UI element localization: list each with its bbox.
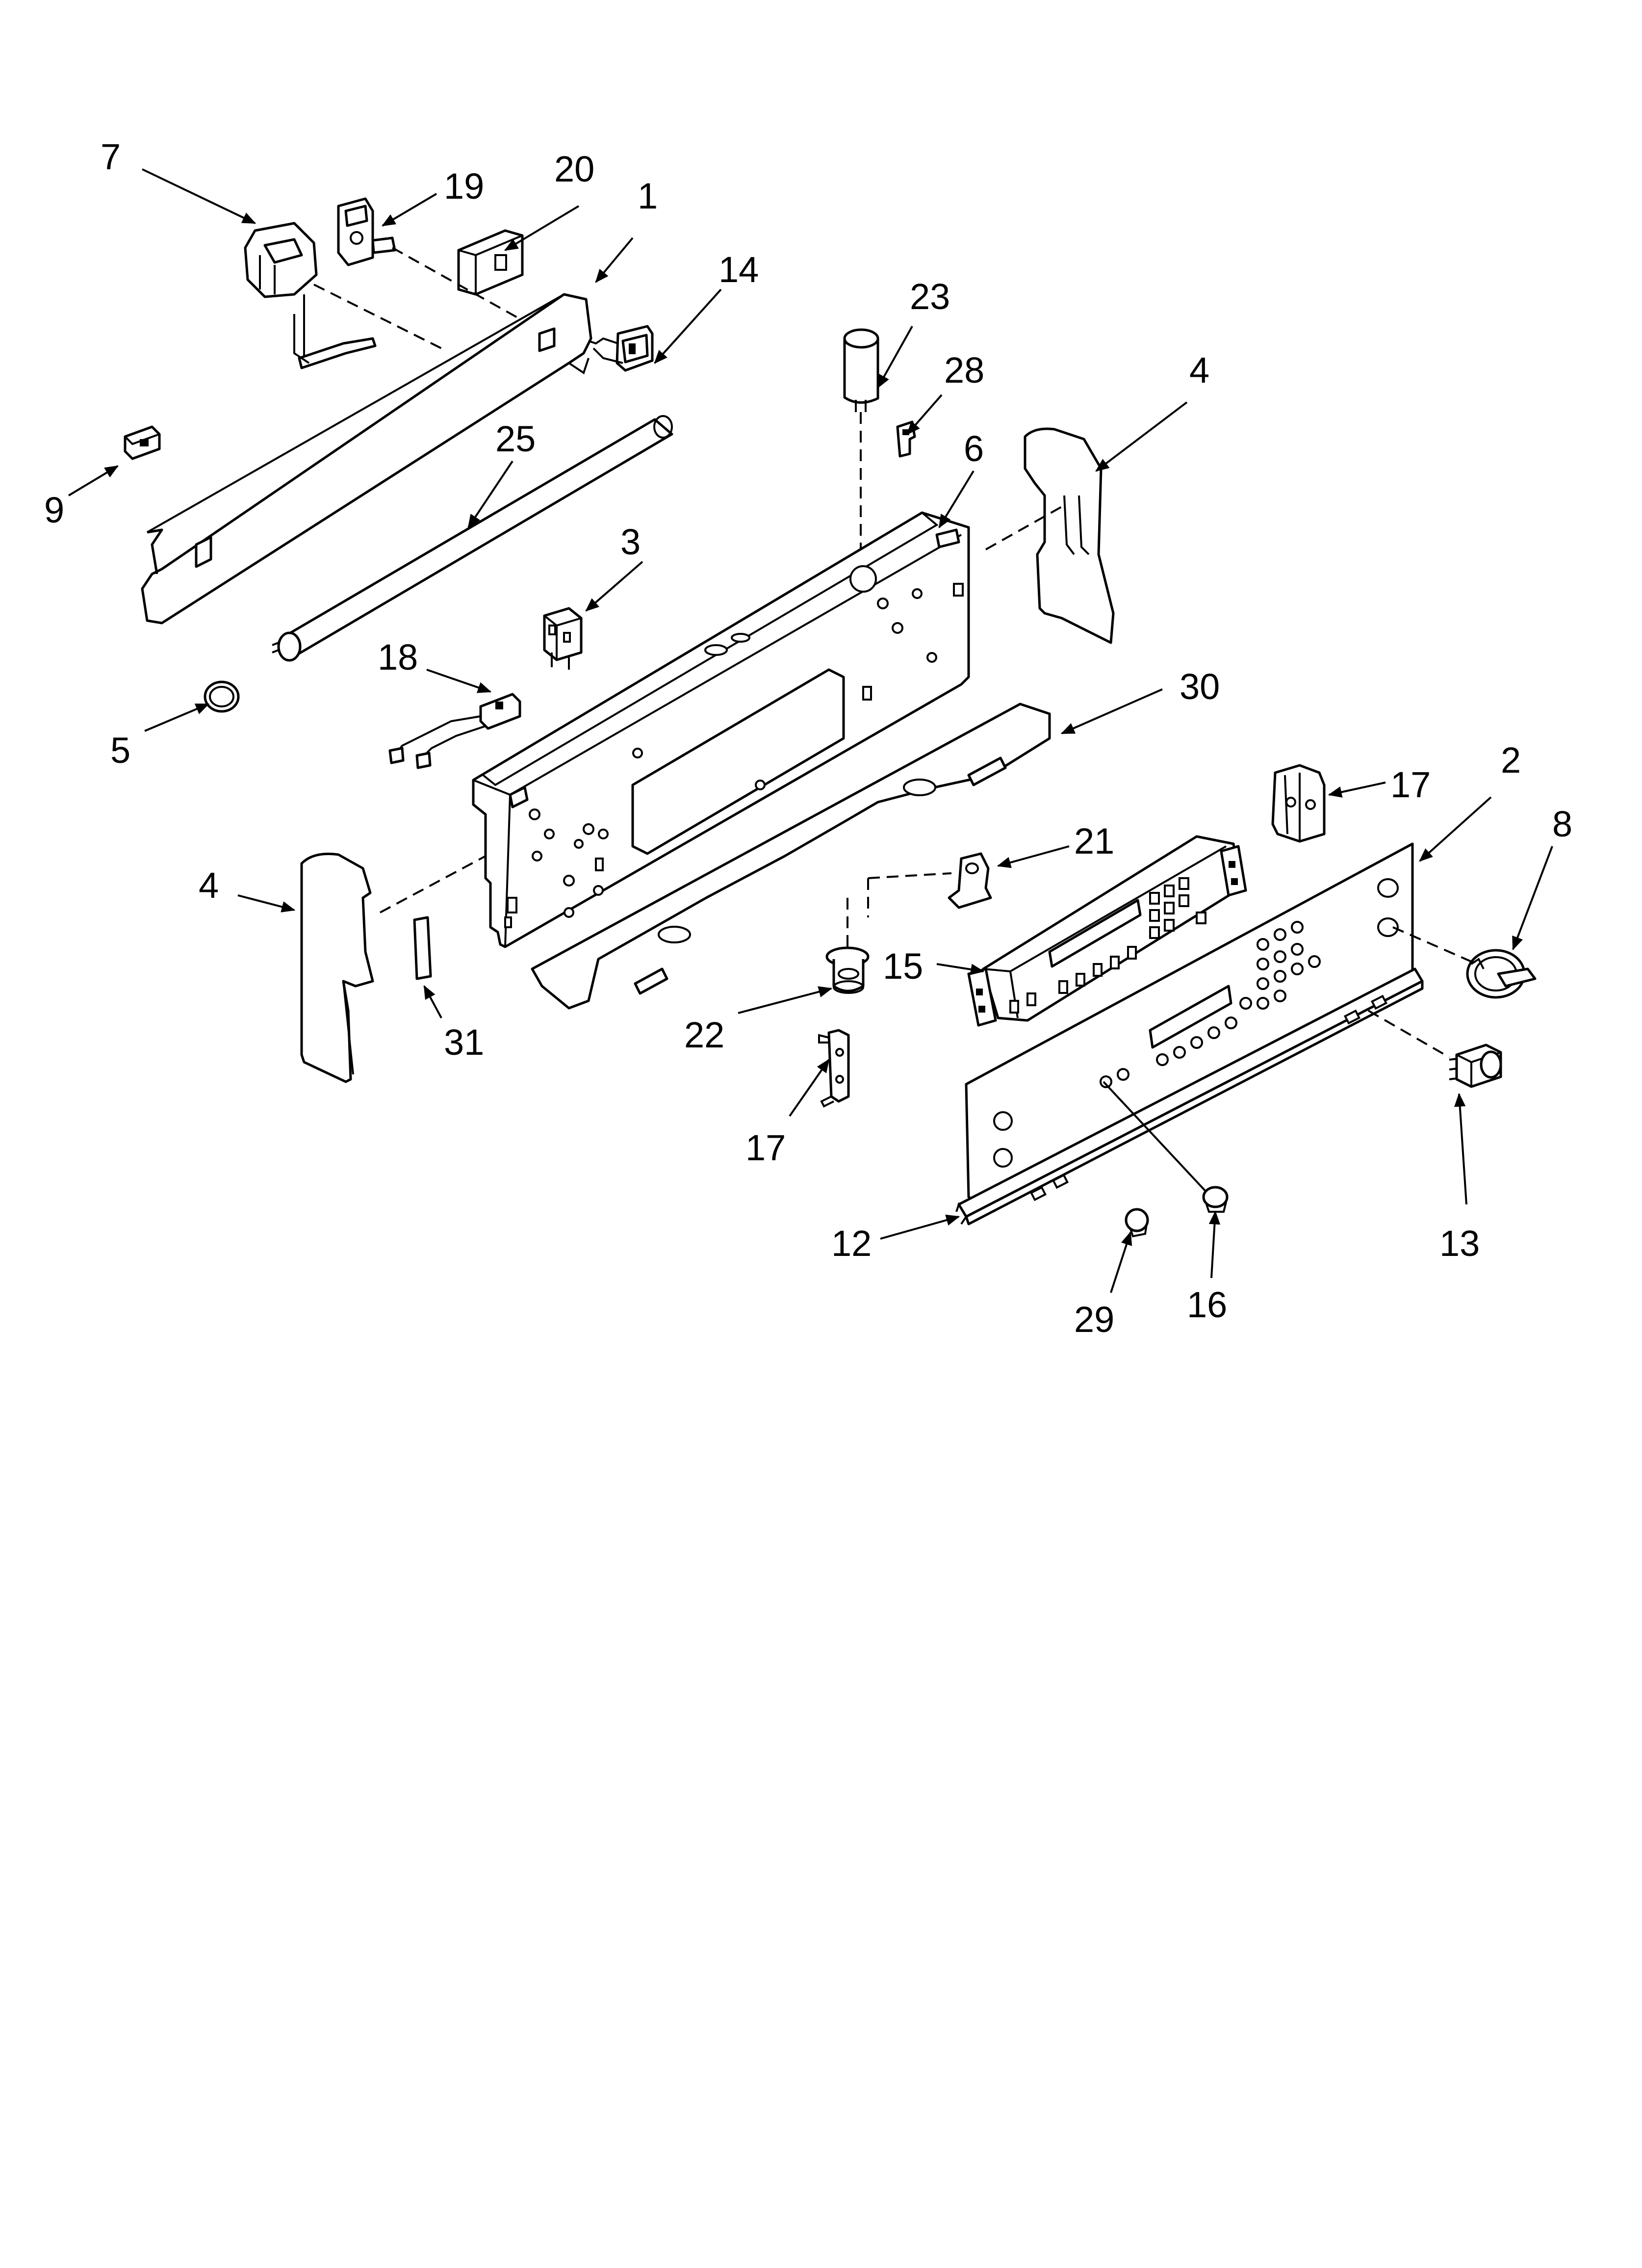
callout-17-upper: 17 xyxy=(1390,764,1431,805)
callout-25: 25 xyxy=(495,418,536,459)
callout-16: 16 xyxy=(1187,1284,1227,1325)
callout-7: 7 xyxy=(101,136,121,177)
part-29-button xyxy=(1125,1208,1149,1238)
callout-labels: 7 19 20 1 14 23 28 4 6 25 9 3 18 30 5 2 … xyxy=(44,136,1572,1340)
assembly-line-7 xyxy=(313,284,442,349)
assembly-line-8 xyxy=(1392,926,1472,963)
part-23-capacitor xyxy=(843,328,879,412)
callout-9: 9 xyxy=(44,490,64,530)
assembly-line-13 xyxy=(1368,1010,1450,1058)
leader-arrows xyxy=(68,168,1553,1293)
part-4-endcap-right xyxy=(1024,427,1115,644)
assembly-line-4-right xyxy=(985,504,1065,550)
assembly-line-19 xyxy=(392,247,520,320)
callout-2: 2 xyxy=(1501,740,1521,781)
part-5-cap xyxy=(204,680,240,713)
part-6-panel-bracket xyxy=(472,511,970,948)
part-13-switch xyxy=(1449,1043,1502,1088)
part-31-strip xyxy=(413,916,432,980)
callout-20: 20 xyxy=(554,149,594,189)
part-17-spacer-upper xyxy=(1271,764,1326,843)
callout-22: 22 xyxy=(684,1015,724,1055)
part-18-harness xyxy=(388,693,521,769)
callout-31: 31 xyxy=(444,1022,484,1063)
part-8-knob xyxy=(1466,949,1537,999)
part-7-thermostat xyxy=(244,222,377,369)
part-15-control-board xyxy=(967,835,1247,1027)
callout-14: 14 xyxy=(718,249,759,290)
part-1-shroud xyxy=(141,293,592,625)
part-12-trim xyxy=(955,967,1424,1225)
callout-29: 29 xyxy=(1074,1299,1114,1340)
part-20-module xyxy=(457,229,524,296)
callout-6: 6 xyxy=(964,428,984,469)
part-14-socket xyxy=(588,325,654,372)
callout-4-right: 4 xyxy=(1189,350,1209,391)
part-22-grommet xyxy=(825,946,870,994)
part-2-console xyxy=(965,842,1414,1206)
assembly-line-16 xyxy=(1103,1081,1207,1193)
callout-3: 3 xyxy=(620,521,641,562)
part-19-switch xyxy=(337,197,396,266)
callout-17-lower: 17 xyxy=(745,1127,786,1168)
callout-8: 8 xyxy=(1552,804,1572,844)
part-25-tube xyxy=(272,415,673,662)
part-21-bracket xyxy=(948,852,992,909)
callout-4-left: 4 xyxy=(199,865,219,906)
part-16-button xyxy=(1202,1186,1229,1213)
part-3-relay xyxy=(543,607,583,670)
callout-1: 1 xyxy=(638,176,658,216)
part-17-spacer-lower xyxy=(818,1029,850,1108)
part-4-endcap-left xyxy=(300,852,374,1083)
callout-13: 13 xyxy=(1439,1223,1480,1264)
callout-30: 30 xyxy=(1180,666,1220,707)
callout-28: 28 xyxy=(944,350,984,391)
part-9-clip xyxy=(124,425,161,460)
assembly-line-21 xyxy=(868,872,952,879)
callout-18: 18 xyxy=(378,637,418,678)
part-28-clip xyxy=(896,420,916,458)
callout-19: 19 xyxy=(444,166,484,207)
callout-5: 5 xyxy=(110,730,130,771)
callout-12: 12 xyxy=(831,1223,872,1264)
assembly-line-4-left xyxy=(380,855,486,913)
callout-21: 21 xyxy=(1074,821,1114,861)
part-30-baffle xyxy=(531,703,1051,1010)
callout-15: 15 xyxy=(883,946,923,987)
callout-23: 23 xyxy=(910,276,950,317)
